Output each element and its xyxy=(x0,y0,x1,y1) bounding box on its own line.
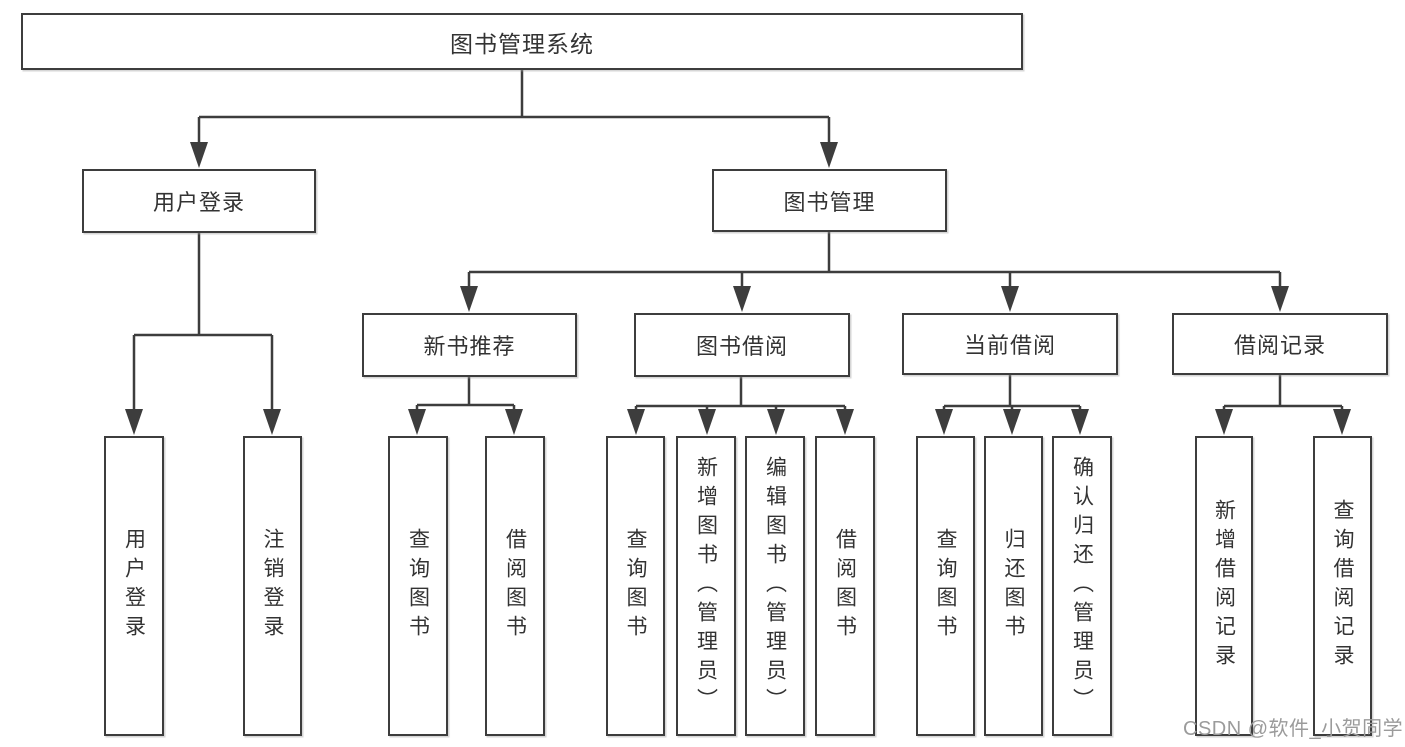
node-book-management-system: 图书管理系统 xyxy=(21,13,1023,70)
node-book-borrow: 图书借阅 xyxy=(634,313,850,377)
leaf-label: 借阅图书 xyxy=(833,528,857,644)
leaf-query-books-recommend: 查询图书 xyxy=(388,436,448,736)
leaf-logout: 注销登录 xyxy=(243,436,302,736)
leaf-borrow-books: 借阅图书 xyxy=(815,436,875,736)
node-label: 当前借阅 xyxy=(963,333,1056,358)
leaf-confirm-return-admin: 确认归还（管理员） xyxy=(1052,436,1112,736)
node-label: 新书推荐 xyxy=(423,334,516,359)
leaf-label: 借阅图书 xyxy=(503,528,527,644)
node-label: 图书借阅 xyxy=(695,334,788,359)
leaf-label: 查询图书 xyxy=(934,528,957,644)
node-current-borrow: 当前借阅 xyxy=(902,313,1118,375)
leaf-user-login: 用户登录 xyxy=(104,436,164,736)
node-label: 用户登录 xyxy=(152,190,245,215)
leaf-label: 用户登录 xyxy=(122,528,146,644)
node-new-book-recommend: 新书推荐 xyxy=(362,313,577,377)
leaf-label: 确认归还（管理员） xyxy=(1070,455,1094,717)
leaf-add-borrow-record: 新增借阅记录 xyxy=(1195,436,1253,736)
leaf-query-borrow-record: 查询借阅记录 xyxy=(1313,436,1372,736)
node-label: 图书管理 xyxy=(783,189,876,215)
leaf-borrow-books-recommend: 借阅图书 xyxy=(485,436,545,736)
leaf-label: 新增借阅记录 xyxy=(1212,499,1236,673)
leaf-label: 归还图书 xyxy=(1002,528,1025,644)
leaf-query-books-borrow: 查询图书 xyxy=(606,436,665,736)
node-user-login: 用户登录 xyxy=(82,169,316,233)
node-book-management: 图书管理 xyxy=(712,169,947,232)
leaf-edit-book-admin: 编辑图书（管理员） xyxy=(745,436,805,736)
leaf-query-books-current: 查询图书 xyxy=(916,436,975,736)
leaf-return-books: 归还图书 xyxy=(984,436,1043,736)
leaf-label: 新增图书（管理员） xyxy=(694,455,718,717)
leaf-label: 编辑图书（管理员） xyxy=(763,455,787,717)
node-borrow-records: 借阅记录 xyxy=(1172,313,1388,375)
leaf-label: 查询借阅记录 xyxy=(1331,499,1354,673)
node-label: 借阅记录 xyxy=(1233,333,1326,358)
node-label: 图书管理系统 xyxy=(450,30,594,57)
leaf-label: 查询图书 xyxy=(406,528,430,644)
leaf-label: 注销登录 xyxy=(261,528,284,644)
leaf-label: 查询图书 xyxy=(624,528,647,644)
csdn-watermark: CSDN @软件_小贺同学 xyxy=(1183,718,1404,740)
leaf-add-book-admin: 新增图书（管理员） xyxy=(676,436,736,736)
